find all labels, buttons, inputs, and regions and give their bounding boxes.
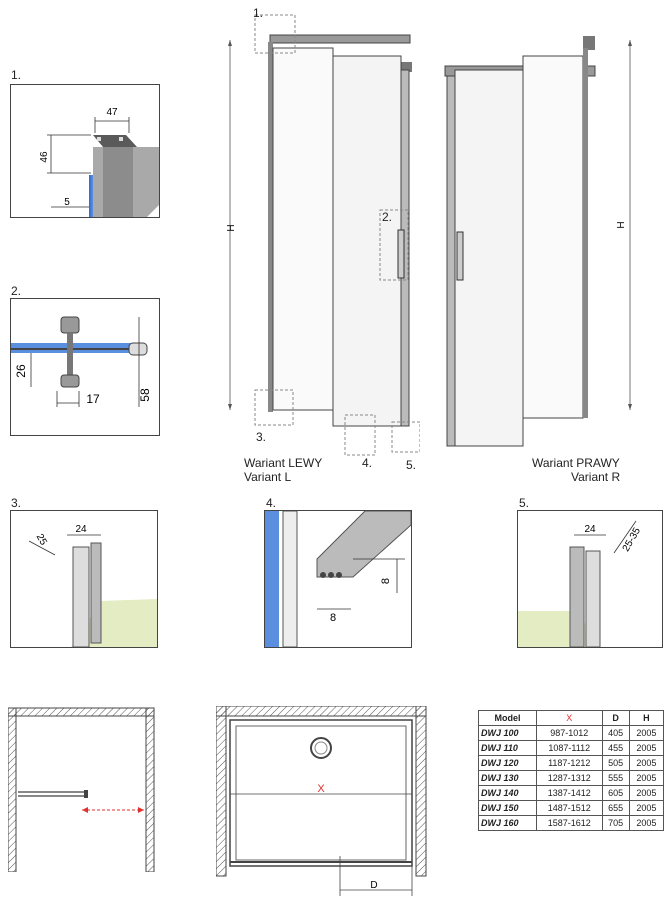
cell-h: 2005 xyxy=(628,815,665,831)
dim-a: 24 xyxy=(75,524,87,535)
shower-right-variant: H xyxy=(444,36,632,447)
cell-x: 1587-1612 xyxy=(536,815,603,831)
dim-a: 8 xyxy=(380,578,392,584)
header-h: H xyxy=(628,710,665,726)
callout-1-label: 1. xyxy=(11,68,22,82)
detail-3-drawing: 24 25 xyxy=(28,524,157,647)
cell-h: 2005 xyxy=(628,770,665,786)
door-handle xyxy=(456,231,464,281)
dim-a: 26 xyxy=(14,364,28,378)
callout-5-label: 5. xyxy=(519,496,530,510)
callout-3-main: 3. xyxy=(256,430,267,444)
detail-5-panel: 24 25-35 xyxy=(517,510,663,648)
header-d: D xyxy=(601,710,630,726)
sliding-door xyxy=(332,55,402,427)
roller-bottom xyxy=(60,374,80,388)
door-handle xyxy=(397,229,405,279)
variant-right-title: Wariant PRAWY xyxy=(532,456,620,470)
roller-top xyxy=(60,316,80,334)
dim-b: 25-35 xyxy=(621,526,644,554)
dim-b: 17 xyxy=(86,392,100,406)
callout-1-main: 1. xyxy=(253,6,264,20)
detail-5-drawing: 24 25-35 xyxy=(518,520,644,647)
seal-strip xyxy=(316,511,411,578)
profile-cap xyxy=(93,135,137,147)
cell-model: DWJ 120 xyxy=(478,755,537,771)
detail-3-panel: 24 25 xyxy=(10,510,158,648)
cell-model: DWJ 130 xyxy=(478,770,537,786)
dim-height: 46 xyxy=(39,151,50,163)
cell-x: 987-1012 xyxy=(536,725,603,741)
cell-model: DWJ 150 xyxy=(478,800,537,816)
dim-c: 58 xyxy=(138,388,152,402)
height-label: H xyxy=(226,224,237,231)
variant-right-subtitle: Variant R xyxy=(571,470,621,484)
detail-1-drawing: 47 46 5 xyxy=(39,107,159,217)
cell-h: 2005 xyxy=(628,725,665,741)
cell-d: 555 xyxy=(601,770,630,786)
top-rail xyxy=(269,34,411,44)
cell-d: 405 xyxy=(601,725,630,741)
detail-2-panel: 26 17 58 xyxy=(10,298,160,436)
dim-a: 24 xyxy=(584,524,596,535)
profile xyxy=(90,542,102,644)
cell-d: 455 xyxy=(601,740,630,756)
table-header-row: Model X D H xyxy=(478,710,665,726)
cell-d: 605 xyxy=(601,785,630,801)
detail-2-drawing: 26 17 58 xyxy=(11,316,152,407)
variant-left-title: Wariant LEWY xyxy=(244,456,323,470)
dim-b: 25 xyxy=(34,532,49,548)
cell-h: 2005 xyxy=(628,785,665,801)
cell-h: 2005 xyxy=(628,755,665,771)
cell-x: 1487-1512 xyxy=(536,800,603,816)
cell-d: 655 xyxy=(601,800,630,816)
cell-h: 2005 xyxy=(628,800,665,816)
callout-4-label: 4. xyxy=(266,496,277,510)
cell-h: 2005 xyxy=(628,740,665,756)
glass-panel xyxy=(265,511,279,647)
x-label: X xyxy=(317,783,325,795)
detail-1-panel: 47 46 5 xyxy=(10,84,160,218)
cell-model: DWJ 100 xyxy=(478,725,537,741)
callout-4-main: 4. xyxy=(362,456,373,470)
variant-left-subtitle: Variant L xyxy=(244,470,292,484)
header-x: X xyxy=(536,710,603,726)
cell-model: DWJ 110 xyxy=(478,740,537,756)
cell-d: 505 xyxy=(601,755,630,771)
plan-tray-diagram: X D xyxy=(216,706,427,896)
d-label: D xyxy=(370,880,377,891)
handle-grip xyxy=(128,342,148,356)
cell-x: 1387-1412 xyxy=(536,785,603,801)
dim-offset: 5 xyxy=(64,197,70,208)
cell-x: 1087-1112 xyxy=(536,740,603,756)
header-model: Model xyxy=(478,710,537,726)
detail-4-panel: 8 8 xyxy=(264,510,412,648)
plan-opening-diagram xyxy=(8,707,155,872)
cell-model: DWJ 160 xyxy=(478,815,537,831)
dim-b: 8 xyxy=(330,612,336,624)
cell-x: 1187-1212 xyxy=(536,755,603,771)
callout-2-label: 2. xyxy=(11,284,22,298)
shower-left-variant: H xyxy=(226,14,420,456)
cell-x: 1287-1312 xyxy=(536,770,603,786)
cell-d: 705 xyxy=(601,815,630,831)
height-label-right: H xyxy=(616,221,627,228)
cell-model: DWJ 140 xyxy=(478,785,537,801)
profile xyxy=(569,546,585,647)
callout-2-main: 2. xyxy=(382,210,393,224)
callout-3-label: 3. xyxy=(11,496,22,510)
dim-width: 47 xyxy=(106,107,118,118)
detail-4-drawing: 8 8 xyxy=(265,511,411,647)
sliding-door xyxy=(454,69,524,447)
callout-5-main: 5. xyxy=(406,458,417,472)
